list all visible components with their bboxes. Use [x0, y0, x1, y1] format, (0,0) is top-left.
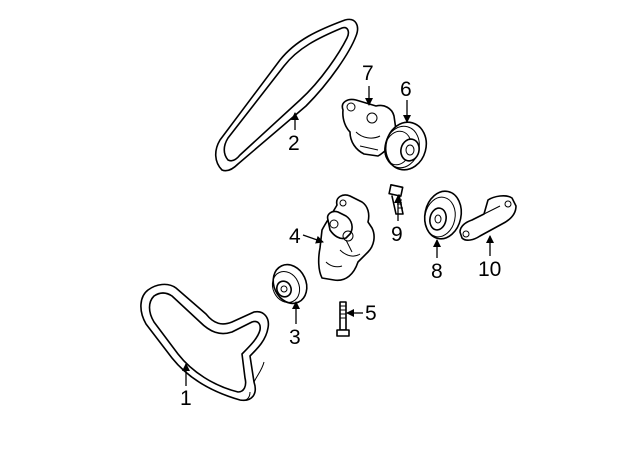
grooved-pulley: [384, 121, 428, 171]
leader-lines: [182, 86, 494, 386]
callout-5: 5: [365, 302, 377, 325]
callout-10: 10: [478, 258, 501, 281]
callout-7: 7: [362, 62, 374, 85]
callout-8: 8: [431, 260, 443, 283]
pulley-bolt: [388, 184, 404, 215]
callout-6: 6: [400, 78, 412, 101]
leader-4: [302, 234, 324, 244]
tensioner-assembly: [317, 194, 375, 282]
lower-drive-belt: [140, 283, 270, 402]
callout-4: 4: [289, 225, 301, 248]
upper-drive-belt: [214, 18, 359, 172]
idler-support-bracket: [459, 195, 517, 241]
callout-9: 9: [391, 223, 403, 246]
idler-pulley: [423, 190, 463, 240]
small-idler-pulley: [271, 263, 308, 305]
tensioner-bolt: [336, 301, 350, 337]
callout-3: 3: [289, 326, 301, 349]
callout-2: 2: [288, 132, 300, 155]
callout-labels: 1 2 3 4 5 6 7 8 9 10: [180, 62, 501, 410]
callout-1: 1: [180, 387, 192, 410]
